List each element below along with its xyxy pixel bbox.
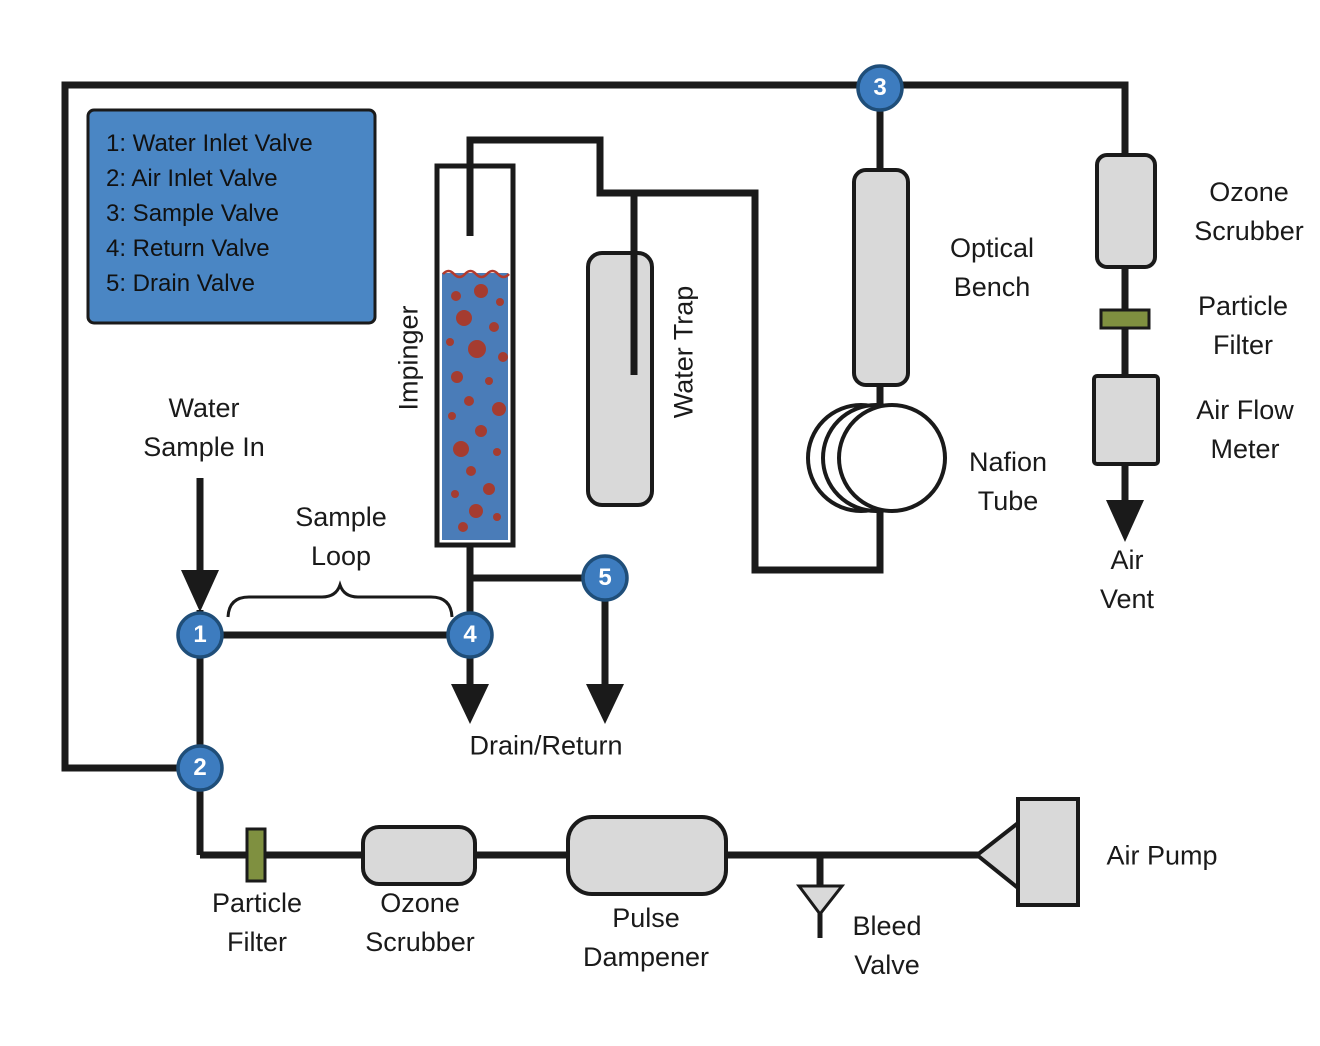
- particle-filter-bottom-label: Particle Filter: [212, 884, 302, 962]
- bleed-valve-line2: Valve: [854, 950, 920, 980]
- optical-bench-label: Optical Bench: [950, 229, 1034, 307]
- legend-item-4: 4: Return Valve: [106, 235, 270, 262]
- ozone-scrubber-bottom-line1: Ozone: [380, 887, 460, 918]
- air-flow-meter-line1: Air Flow: [1196, 394, 1294, 425]
- bleed-valve-label: Bleed Valve: [852, 907, 921, 985]
- valve-2-circle: [176, 744, 224, 792]
- air-flow-meter-body: [1092, 374, 1160, 466]
- impinger-label: Impinger: [393, 305, 424, 411]
- valve-4-number: 4: [463, 621, 477, 648]
- drain-return-label: Drain/Return: [469, 730, 623, 761]
- particle-filter-bottom-body: [245, 827, 267, 883]
- legend: 1: Water Inlet Valve 2: Air Inlet Valve …: [106, 126, 313, 301]
- particle-filter-right-line1: Particle: [1197, 290, 1289, 321]
- sample-loop-label: Sample Loop: [295, 498, 387, 576]
- valve-3-circle: [856, 64, 904, 112]
- valve-2-number: 2: [193, 754, 207, 781]
- nafion-tube-label: Nafion Tube: [969, 443, 1047, 521]
- valve-4-circle: [446, 611, 494, 659]
- particle-filter-right-body: [1099, 308, 1151, 330]
- water-inlet-arrowhead: [181, 570, 219, 612]
- optical-bench-line2: Bench: [953, 272, 1031, 302]
- legend-box: [86, 108, 377, 325]
- legend-item-5: 5: Drain Valve: [106, 270, 255, 297]
- air-vent-arrowhead: [1106, 500, 1144, 542]
- pulse-dampener-label: Pulse Dampener: [583, 899, 709, 977]
- impinger-liquid-surface: [442, 269, 510, 279]
- legend-item-3: 3: Sample Valve: [106, 200, 279, 227]
- impinger-bubbles: [446, 284, 508, 532]
- ozone-scrubber-bottom-body: [361, 825, 477, 886]
- pipe-analyzer-branch: [466, 85, 884, 574]
- nafion-tube-line1: Nafion: [968, 446, 1048, 477]
- valve-1-circle: [176, 611, 224, 659]
- air-vent-label: Air Vent: [1100, 541, 1154, 619]
- water-sample-in-label: Water Sample In: [143, 389, 265, 467]
- particle-filter-right-label: Particle Filter: [1198, 287, 1288, 365]
- bleed-valve-line1: Bleed: [852, 910, 922, 941]
- optical-bench-line1: Optical: [949, 232, 1035, 263]
- legend-item-1: 1: Water Inlet Valve: [106, 130, 313, 157]
- particle-filter-bottom-line2: Filter: [227, 927, 287, 957]
- valve-3-number: 3: [873, 74, 887, 101]
- water-trap-label: Water Trap: [668, 285, 699, 419]
- ozone-scrubber-right-label: Ozone Scrubber: [1194, 173, 1304, 251]
- ozone-scrubber-right-line2: Scrubber: [1194, 216, 1304, 246]
- sample-loop-line1: Sample: [295, 501, 387, 532]
- ozone-scrubber-bottom-line2: Scrubber: [365, 927, 475, 957]
- drain-arrowhead-valve4: [451, 684, 489, 724]
- water-sample-in-line2: Sample In: [143, 432, 265, 462]
- sample-loop-brace: [226, 580, 454, 618]
- air-flow-meter-line2: Meter: [1210, 434, 1280, 464]
- air-flow-meter-label: Air Flow Meter: [1196, 391, 1294, 469]
- pulse-dampener-line1: Pulse: [612, 902, 680, 933]
- air-pump-body: [1016, 797, 1080, 907]
- drain-arrowhead-valve5: [586, 684, 624, 724]
- valve-1-number: 1: [193, 621, 207, 648]
- legend-item-2: 2: Air Inlet Valve: [106, 165, 278, 192]
- particle-filter-bottom-line1: Particle: [211, 887, 303, 918]
- valve-5-number: 5: [598, 564, 612, 591]
- air-vent-line2: Vent: [1099, 584, 1155, 614]
- valve-5-circle: [581, 554, 629, 602]
- ozone-scrubber-bottom-label: Ozone Scrubber: [365, 884, 475, 962]
- nafion-coil-front: [837, 403, 947, 513]
- water-trap-vessel: [586, 251, 654, 507]
- air-vent-line1: Air: [1110, 544, 1144, 575]
- nafion-tube-line2: Tube: [977, 486, 1039, 516]
- water-sample-in-line1: Water: [168, 392, 240, 423]
- particle-filter-right-line2: Filter: [1213, 330, 1273, 360]
- optical-bench-body: [852, 168, 910, 387]
- ozone-scrubber-right-body: [1095, 153, 1157, 269]
- ozone-scrubber-right-line1: Ozone: [1209, 176, 1289, 207]
- bleed-valve-funnel: [796, 884, 846, 917]
- air-pump-nozzle: [973, 818, 1020, 893]
- pulse-dampener-line2: Dampener: [582, 942, 710, 972]
- pulse-dampener-body: [566, 815, 728, 896]
- air-pump-label: Air Pump: [1106, 840, 1218, 871]
- sample-loop-line2: Loop: [310, 541, 372, 571]
